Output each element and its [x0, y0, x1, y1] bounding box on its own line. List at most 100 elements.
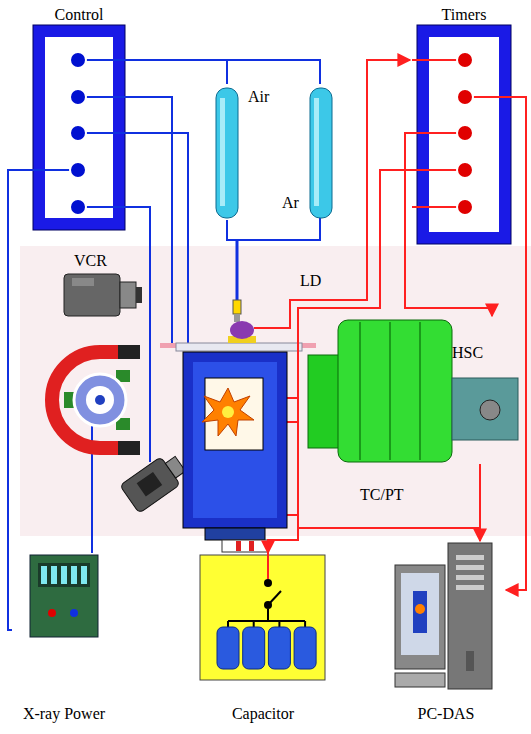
chamber: [160, 321, 316, 552]
node-label: X-ray Power: [23, 705, 105, 723]
equipment-drawing: [216, 88, 238, 218]
equipment-drawing: [28, 6, 130, 230]
nozzle: [234, 314, 240, 322]
equipment-drawing: [429, 37, 499, 232]
equipment-drawing: [70, 125, 86, 141]
equipment-drawing: [456, 575, 484, 580]
pump: [52, 345, 140, 455]
wire: [254, 60, 410, 328]
small-camera: [120, 450, 190, 513]
equipment-drawing: [294, 627, 316, 669]
equipment-drawing: [359, 322, 361, 460]
equipment-node: X-ray Power: [12, 553, 116, 723]
equipment-drawing: [70, 162, 86, 178]
wire: [130, 207, 150, 462]
signal-label: LD: [300, 272, 321, 290]
equipment-node: Air: [212, 84, 278, 220]
signal-wire: [130, 60, 227, 84]
label-holder: LD: [300, 272, 321, 290]
wire: [130, 133, 188, 343]
equipment-drawing: [386, 541, 506, 723]
equipment-drawing: [72, 278, 94, 286]
equipment-node: PC-DAS: [386, 541, 506, 723]
chamber: [176, 343, 302, 351]
pump: [95, 395, 105, 405]
equipment-drawing: [33, 25, 125, 230]
equipment-node: Ar: [280, 84, 336, 216]
pump: [118, 441, 140, 455]
node-label: PC-DAS: [418, 705, 475, 723]
equipment-drawing: [120, 282, 136, 308]
wire: [236, 240, 239, 300]
chamber: [230, 321, 254, 339]
equipment-drawing: [217, 627, 239, 669]
equipment-drawing: [38, 563, 90, 587]
node-label: HSC: [452, 344, 483, 362]
node-label: Timers: [440, 6, 489, 24]
chamber: [249, 541, 254, 551]
equipment-drawing: [395, 673, 445, 687]
equipment-drawing: [457, 125, 473, 141]
node-label: VCR: [74, 252, 107, 270]
node-label: Ar: [282, 194, 299, 212]
node-label: Capacitor: [232, 705, 294, 723]
equipment-drawing: [452, 378, 518, 440]
control-panel: Control: [28, 6, 130, 230]
nozzle: [233, 300, 241, 314]
equipment-drawing: [45, 37, 113, 218]
equipment-drawing: [243, 627, 265, 669]
equipment-node: HSC: [300, 316, 521, 464]
equipment-drawing: [200, 555, 325, 680]
equipment-drawing: [264, 601, 272, 609]
chamber: [222, 540, 268, 552]
equipment-drawing: [415, 604, 425, 614]
equipment-drawing: [457, 162, 473, 178]
node-label: Air: [248, 88, 269, 106]
equipment-drawing: [278, 621, 280, 627]
signal-label: TC/PT: [360, 486, 404, 504]
equipment-drawing: [395, 565, 445, 669]
equipment-drawing: [417, 25, 511, 244]
equipment-drawing: [70, 52, 86, 68]
equipment-drawing: [267, 553, 269, 579]
equipment-drawing: [70, 89, 86, 105]
ground: [20, 246, 531, 536]
equipment-node: VCR: [58, 252, 148, 324]
equipment-drawing: [419, 322, 421, 460]
equipment-drawing: [228, 609, 305, 621]
equipment-drawing: [268, 627, 290, 669]
equipment-drawing: [253, 621, 255, 627]
chamber: [160, 343, 178, 348]
equipment-drawing: [70, 609, 78, 617]
equipment-drawing: [30, 555, 98, 637]
equipment-drawing: [264, 579, 272, 587]
pump: [86, 386, 114, 414]
equipment-drawing: [12, 553, 116, 723]
equipment-drawing: [448, 543, 492, 689]
equipment-drawing: [195, 553, 331, 723]
equipment-drawing: [466, 651, 474, 671]
pump: [74, 374, 126, 426]
equipment-drawing: [48, 609, 56, 617]
equipment-drawing: [338, 320, 452, 462]
equipment-drawing: [61, 566, 67, 584]
equipment-drawing: [300, 316, 521, 464]
chamber: [222, 406, 234, 418]
equipment-drawing: [64, 274, 120, 316]
signal-wire: [479, 464, 481, 541]
equipment-drawing: [457, 199, 473, 215]
equipment-drawing: [71, 566, 77, 584]
equipment-drawing: [81, 566, 87, 584]
equipment-drawing: [457, 89, 473, 105]
signal-wire: [130, 60, 320, 84]
equipment-drawing: [389, 322, 391, 460]
node-label: Control: [53, 6, 106, 24]
equipment-drawing: [457, 52, 473, 68]
chamber: [193, 362, 277, 518]
equipment-drawing: [41, 566, 47, 584]
chamber: [205, 528, 265, 540]
equipment-drawing: [412, 6, 516, 244]
label-holder: TC/PT: [360, 486, 404, 504]
chamber: [202, 388, 254, 436]
